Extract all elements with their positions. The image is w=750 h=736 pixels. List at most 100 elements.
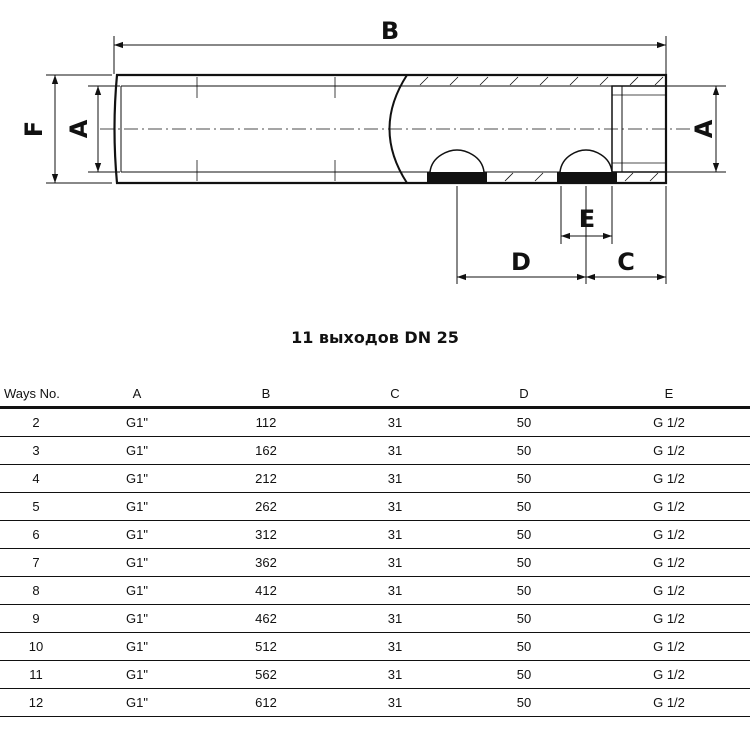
cell-c: 31 xyxy=(330,464,460,493)
cell-b: 162 xyxy=(202,436,330,465)
cell-c: 31 xyxy=(330,407,460,437)
cell-a: G1" xyxy=(72,548,202,577)
cell-e: G 1/2 xyxy=(588,632,750,661)
cell-d: 50 xyxy=(460,576,588,605)
cell-d: 50 xyxy=(460,548,588,577)
cell-c: 31 xyxy=(330,576,460,605)
cell-a: G1" xyxy=(72,632,202,661)
cell-e: G 1/2 xyxy=(588,604,750,633)
dimension-e-label: E xyxy=(579,205,595,233)
cell-d: 50 xyxy=(460,632,588,661)
cell-b: 562 xyxy=(202,660,330,689)
header-d: D xyxy=(460,380,588,409)
cell-ways-no: 6 xyxy=(0,520,72,549)
dimension-c-label: C xyxy=(617,248,635,276)
cell-a: G1" xyxy=(72,520,202,549)
cell-ways-no: 8 xyxy=(0,576,72,605)
cell-e: G 1/2 xyxy=(588,688,750,717)
cell-ways-no: 2 xyxy=(0,407,72,437)
cell-ways-no: 4 xyxy=(0,464,72,493)
cell-d: 50 xyxy=(460,660,588,689)
table-title: 11 выходов DN 25 xyxy=(291,328,459,347)
dimension-b-label: B xyxy=(381,17,399,45)
cell-a: G1" xyxy=(72,660,202,689)
header-c: C xyxy=(330,380,460,409)
cell-e: G 1/2 xyxy=(588,492,750,521)
cell-e: G 1/2 xyxy=(588,548,750,577)
cell-c: 31 xyxy=(330,548,460,577)
dimension-a-right: A xyxy=(666,85,726,173)
cell-ways-no: 12 xyxy=(0,688,72,717)
cell-e: G 1/2 xyxy=(588,464,750,493)
cell-b: 312 xyxy=(202,520,330,549)
cell-c: 31 xyxy=(330,688,460,717)
outlet-right xyxy=(557,149,617,183)
header-e: E xyxy=(588,380,750,409)
manifold-technical-drawing: B xyxy=(20,17,726,284)
section-hatching xyxy=(419,76,664,182)
cell-d: 50 xyxy=(460,688,588,717)
cell-ways-no: 9 xyxy=(0,604,72,633)
table-header-row: Ways No. A B C D E xyxy=(0,380,750,409)
cell-a: G1" xyxy=(72,604,202,633)
cell-d: 50 xyxy=(460,604,588,633)
outlet-extension-lines xyxy=(456,186,667,284)
cell-e: G 1/2 xyxy=(588,520,750,549)
cell-d: 50 xyxy=(460,407,588,437)
cell-b: 212 xyxy=(202,464,330,493)
cell-e: G 1/2 xyxy=(588,660,750,689)
cell-d: 50 xyxy=(460,492,588,521)
cell-a: G1" xyxy=(72,436,202,465)
dimension-a-left-label: A xyxy=(65,119,93,138)
dimension-f-label: F xyxy=(20,121,48,137)
cell-d: 50 xyxy=(460,436,588,465)
cell-a: G1" xyxy=(72,576,202,605)
cell-c: 31 xyxy=(330,604,460,633)
cell-c: 31 xyxy=(330,632,460,661)
dimension-b: B xyxy=(113,17,667,74)
cell-a: G1" xyxy=(72,407,202,437)
cell-a: G1" xyxy=(72,464,202,493)
dimension-e: E xyxy=(561,205,612,240)
cell-b: 112 xyxy=(202,407,330,437)
cell-b: 412 xyxy=(202,576,330,605)
dimension-f: F xyxy=(20,74,112,184)
dimension-d-label: D xyxy=(511,248,531,276)
header-b: B xyxy=(202,380,330,409)
cell-b: 362 xyxy=(202,548,330,577)
cell-ways-no: 5 xyxy=(0,492,72,521)
header-ways-no: Ways No. xyxy=(0,380,72,409)
cell-d: 50 xyxy=(460,520,588,549)
cell-e: G 1/2 xyxy=(588,436,750,465)
cell-b: 512 xyxy=(202,632,330,661)
cell-c: 31 xyxy=(330,520,460,549)
cell-ways-no: 3 xyxy=(0,436,72,465)
dimension-c: C xyxy=(586,248,666,281)
dimension-a-left: A xyxy=(65,85,120,173)
cell-e: G 1/2 xyxy=(588,576,750,605)
cell-a: G1" xyxy=(72,688,202,717)
cell-a: G1" xyxy=(72,492,202,521)
cell-b: 262 xyxy=(202,492,330,521)
cell-ways-no: 11 xyxy=(0,660,72,689)
header-a: A xyxy=(72,380,202,409)
cell-ways-no: 7 xyxy=(0,548,72,577)
cell-b: 462 xyxy=(202,604,330,633)
outlet-left xyxy=(427,149,487,183)
cell-d: 50 xyxy=(460,464,588,493)
cell-c: 31 xyxy=(330,660,460,689)
dimension-a-right-label: A xyxy=(690,119,718,138)
cell-b: 612 xyxy=(202,688,330,717)
